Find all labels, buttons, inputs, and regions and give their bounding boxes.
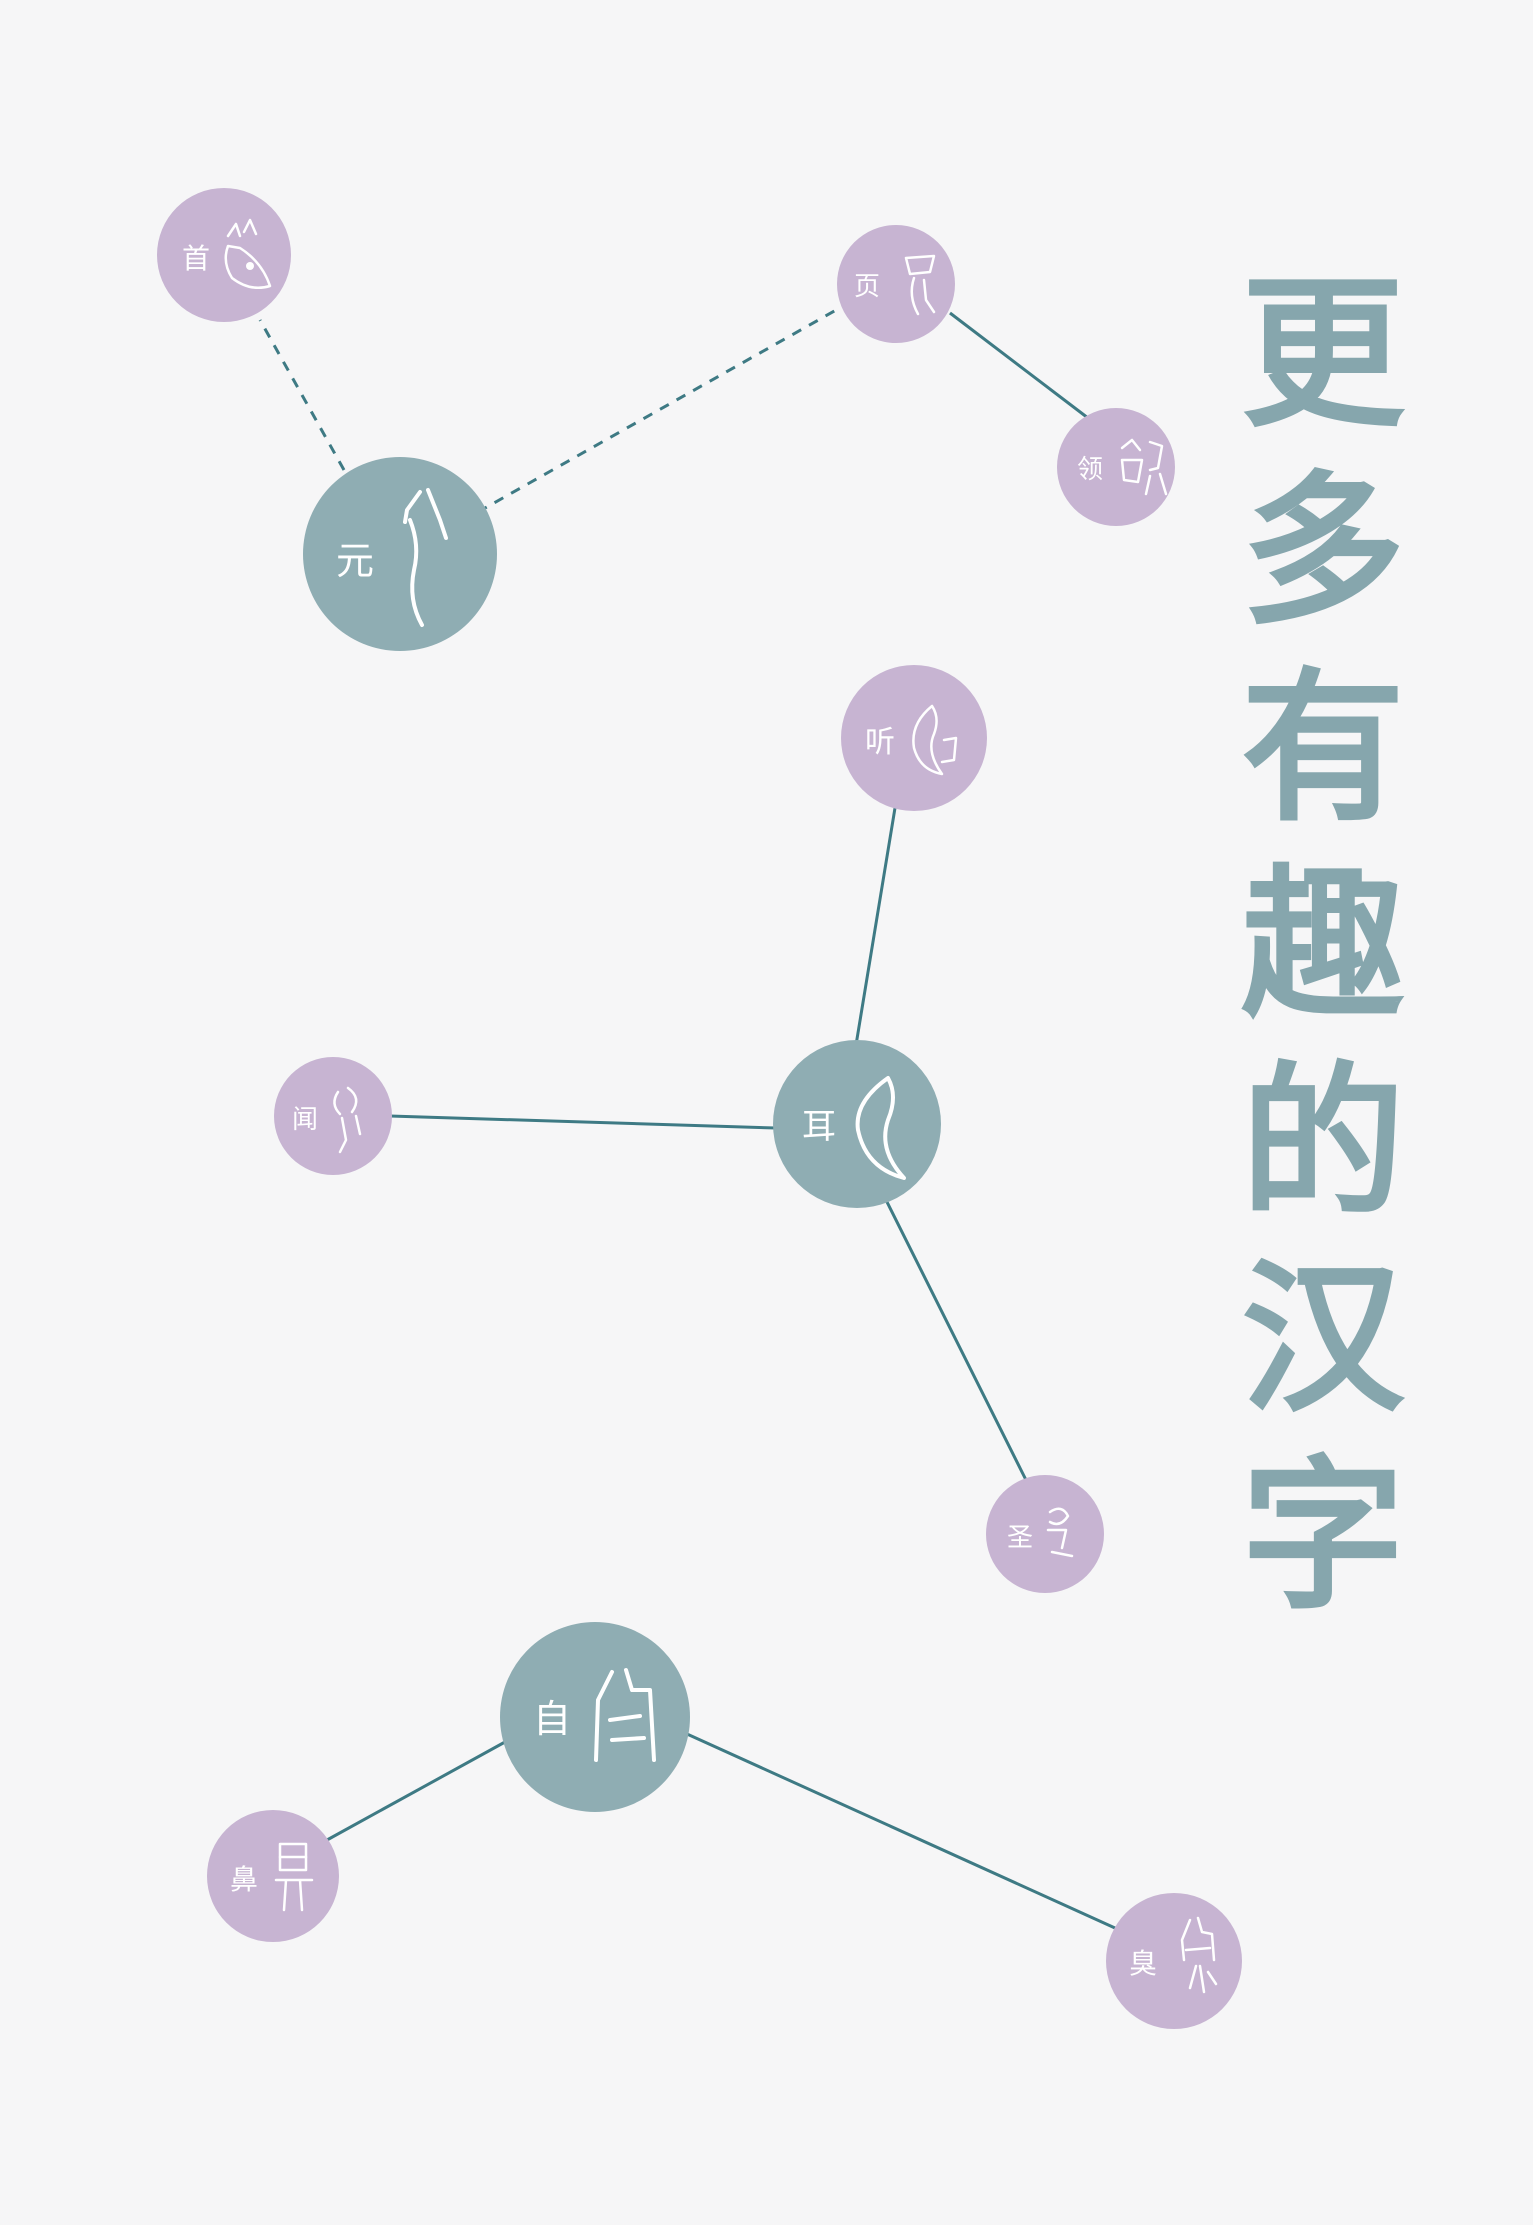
node-yuan: 元 bbox=[303, 457, 497, 651]
node-ye: 页 bbox=[837, 225, 955, 343]
edges bbox=[258, 303, 1116, 1930]
title-char-2: 多 bbox=[1240, 454, 1405, 647]
node-shou: 首 bbox=[157, 188, 291, 322]
edge-zi-bi bbox=[326, 1740, 506, 1842]
node-xiu: 臭 bbox=[1106, 1893, 1242, 2029]
node-zi: 自 bbox=[500, 1622, 690, 1812]
oracle-glyph-sheng bbox=[1046, 1507, 1074, 1558]
node-bi: 鼻 bbox=[207, 1810, 339, 1942]
node-er-label: 耳 bbox=[802, 1107, 836, 1147]
node-wen-circle bbox=[274, 1057, 392, 1175]
node-ling: 领 bbox=[1057, 408, 1175, 526]
edge-zi-xiu bbox=[686, 1732, 1116, 1930]
node-sheng: 圣 bbox=[986, 1475, 1104, 1593]
node-bi-circle bbox=[207, 1810, 339, 1942]
oracle-glyph-ting bbox=[912, 704, 958, 776]
title-char-7: 字 bbox=[1240, 1439, 1405, 1632]
title-char-5: 的 bbox=[1240, 1045, 1405, 1238]
node-wen: 闻 bbox=[274, 1057, 392, 1175]
node-ting-label: 听 bbox=[865, 725, 895, 760]
node-xiu-circle bbox=[1106, 1893, 1242, 2029]
edge-er-ting bbox=[854, 807, 897, 1046]
title-char-4: 趣 bbox=[1240, 848, 1405, 1041]
edge-yuan-shou bbox=[258, 319, 346, 471]
node-ling-label: 领 bbox=[1077, 455, 1103, 485]
edge-yuan-ye bbox=[477, 303, 846, 514]
edge-er-wen bbox=[389, 1114, 777, 1130]
node-wen-label: 闻 bbox=[292, 1105, 318, 1135]
oracle-glyph-shou bbox=[224, 218, 272, 289]
node-zi-label: 自 bbox=[533, 1697, 571, 1741]
oracle-glyph-ling bbox=[1120, 438, 1168, 496]
node-bi-label: 鼻 bbox=[230, 1863, 258, 1896]
page-title: 更 多 有 趣 的 汉 字 bbox=[1228, 255, 1418, 1634]
node-sheng-circle bbox=[986, 1475, 1104, 1593]
oracle-glyph-xiu bbox=[1180, 1916, 1218, 1994]
title-char-6: 汉 bbox=[1240, 1242, 1405, 1435]
oracle-glyph-er bbox=[855, 1076, 906, 1180]
node-ling-circle bbox=[1057, 408, 1175, 526]
edge-er-sheng bbox=[885, 1201, 1030, 1485]
node-xiu-label: 臭 bbox=[1129, 1947, 1157, 1980]
node-zi-circle bbox=[500, 1622, 690, 1812]
oracle-glyph-zi bbox=[594, 1668, 656, 1762]
oracle-glyph-yuan bbox=[403, 488, 448, 627]
node-shou-circle bbox=[157, 188, 291, 322]
node-ye-label: 页 bbox=[854, 272, 880, 302]
node-er: 耳 bbox=[773, 1040, 941, 1208]
title-char-1: 更 bbox=[1240, 257, 1405, 450]
node-yuan-circle bbox=[303, 457, 497, 651]
oracle-glyph-bi bbox=[274, 1842, 314, 1912]
oracle-glyph-wen bbox=[333, 1086, 362, 1154]
node-ye-circle bbox=[837, 225, 955, 343]
node-yuan-label: 元 bbox=[336, 539, 374, 583]
oracle-glyph-ye bbox=[904, 254, 936, 316]
node-sheng-label: 圣 bbox=[1007, 1523, 1033, 1553]
edge-ye-ling bbox=[949, 311, 1089, 420]
node-ting: 听 bbox=[841, 665, 987, 811]
node-shou-label: 首 bbox=[182, 242, 210, 275]
title-char-3: 有 bbox=[1240, 651, 1405, 844]
